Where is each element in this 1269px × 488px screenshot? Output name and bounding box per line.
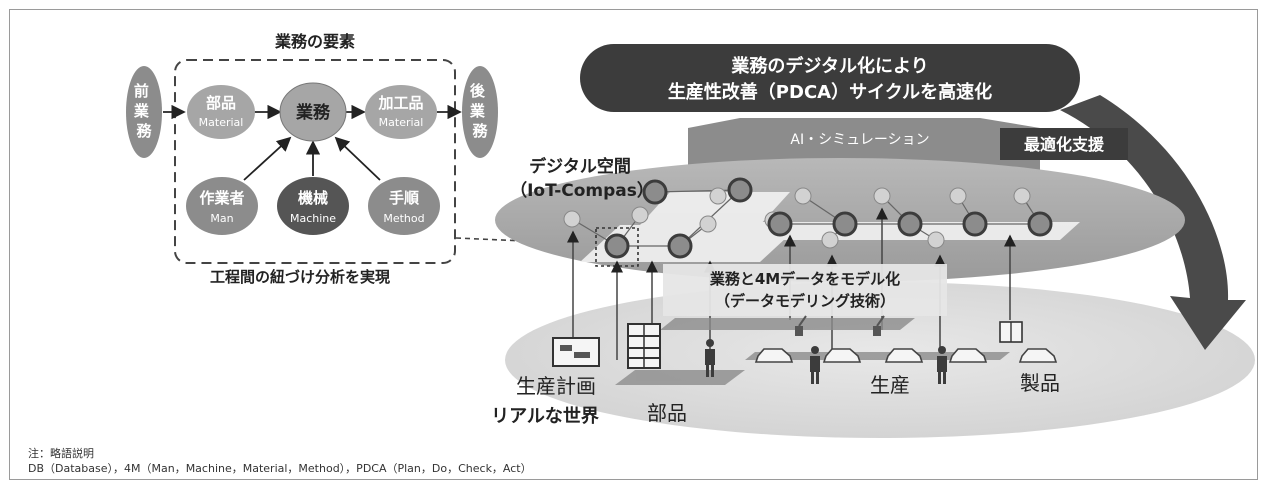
elements-dashed-box	[174, 59, 456, 264]
parts-node-jp: 部品	[206, 94, 236, 112]
machine-node-en: Machine	[290, 212, 336, 225]
modeling-line2: （データモデリング技術）	[715, 292, 895, 310]
banner-line1: 業務のデジタル化により	[730, 55, 928, 77]
product-label: 製品	[1020, 371, 1060, 395]
optimize-label: 最適化支援	[1024, 135, 1105, 154]
next-task-node	[462, 66, 498, 158]
processed-goods-node	[365, 85, 437, 139]
plan-monitor-icon	[552, 337, 600, 367]
machine-node	[277, 177, 349, 235]
cabinet-icon	[999, 321, 1023, 343]
ai-simulation-label: AI・シミュレーション	[790, 132, 929, 148]
network-main-nodes	[604, 177, 1053, 259]
task-node-label: 業務	[296, 102, 331, 123]
man-node-en: Man	[210, 212, 233, 225]
ai-simulation-block	[688, 118, 1040, 170]
optimize-curve-arrow	[1060, 95, 1246, 350]
car-icons	[754, 348, 1058, 363]
parts-shelf-icon	[627, 323, 661, 369]
note-line2: DB（Database），4M（Man，Machine，Material，Met…	[28, 462, 532, 475]
elements-title: 業務の要素	[274, 32, 355, 51]
pdca-banner	[580, 44, 1080, 112]
parts-label: 部品	[647, 401, 687, 425]
robot-arm-icons	[795, 315, 885, 336]
prev-task-label: 前 業 務	[133, 82, 154, 140]
real-world-label: リアルな世界	[491, 406, 599, 427]
machine-node-jp: 機械	[298, 189, 328, 207]
optimize-label-box	[1000, 128, 1128, 160]
next-task-label: 後 業 務	[469, 82, 490, 140]
task-node	[279, 82, 347, 142]
method-node	[368, 177, 440, 235]
production-plan-label: 生産計画	[516, 374, 596, 398]
parts-node	[187, 85, 255, 139]
method-node-en: Method	[383, 212, 424, 225]
parts-node-en: Material	[199, 116, 244, 129]
note-line1: 注：略語説明	[28, 447, 94, 460]
digital-space-subtitle: （IoT-Compas）	[510, 180, 654, 201]
prev-task-node	[126, 66, 162, 158]
figure-frame	[9, 9, 1258, 480]
processed-goods-jp: 加工品	[377, 94, 423, 112]
digital-space-title: デジタル空間	[529, 156, 631, 177]
method-node-jp: 手順	[389, 189, 420, 207]
focus-node-highlight	[595, 227, 639, 267]
processed-goods-en: Material	[379, 116, 424, 129]
modeling-line1: 業務と4Mデータをモデル化	[709, 270, 900, 288]
production-label: 生産	[870, 373, 910, 397]
worker-icons	[705, 339, 947, 384]
flow-arrows	[163, 104, 462, 181]
linkage-caption: 工程間の紐づけ分析を実現	[210, 268, 390, 286]
modeling-box	[663, 264, 947, 316]
man-node	[186, 177, 258, 235]
network-small-nodes	[563, 187, 1031, 249]
man-node-jp: 作業者	[199, 189, 244, 207]
banner-line2: 生産性改善（PDCA）サイクルを高速化	[668, 81, 992, 103]
